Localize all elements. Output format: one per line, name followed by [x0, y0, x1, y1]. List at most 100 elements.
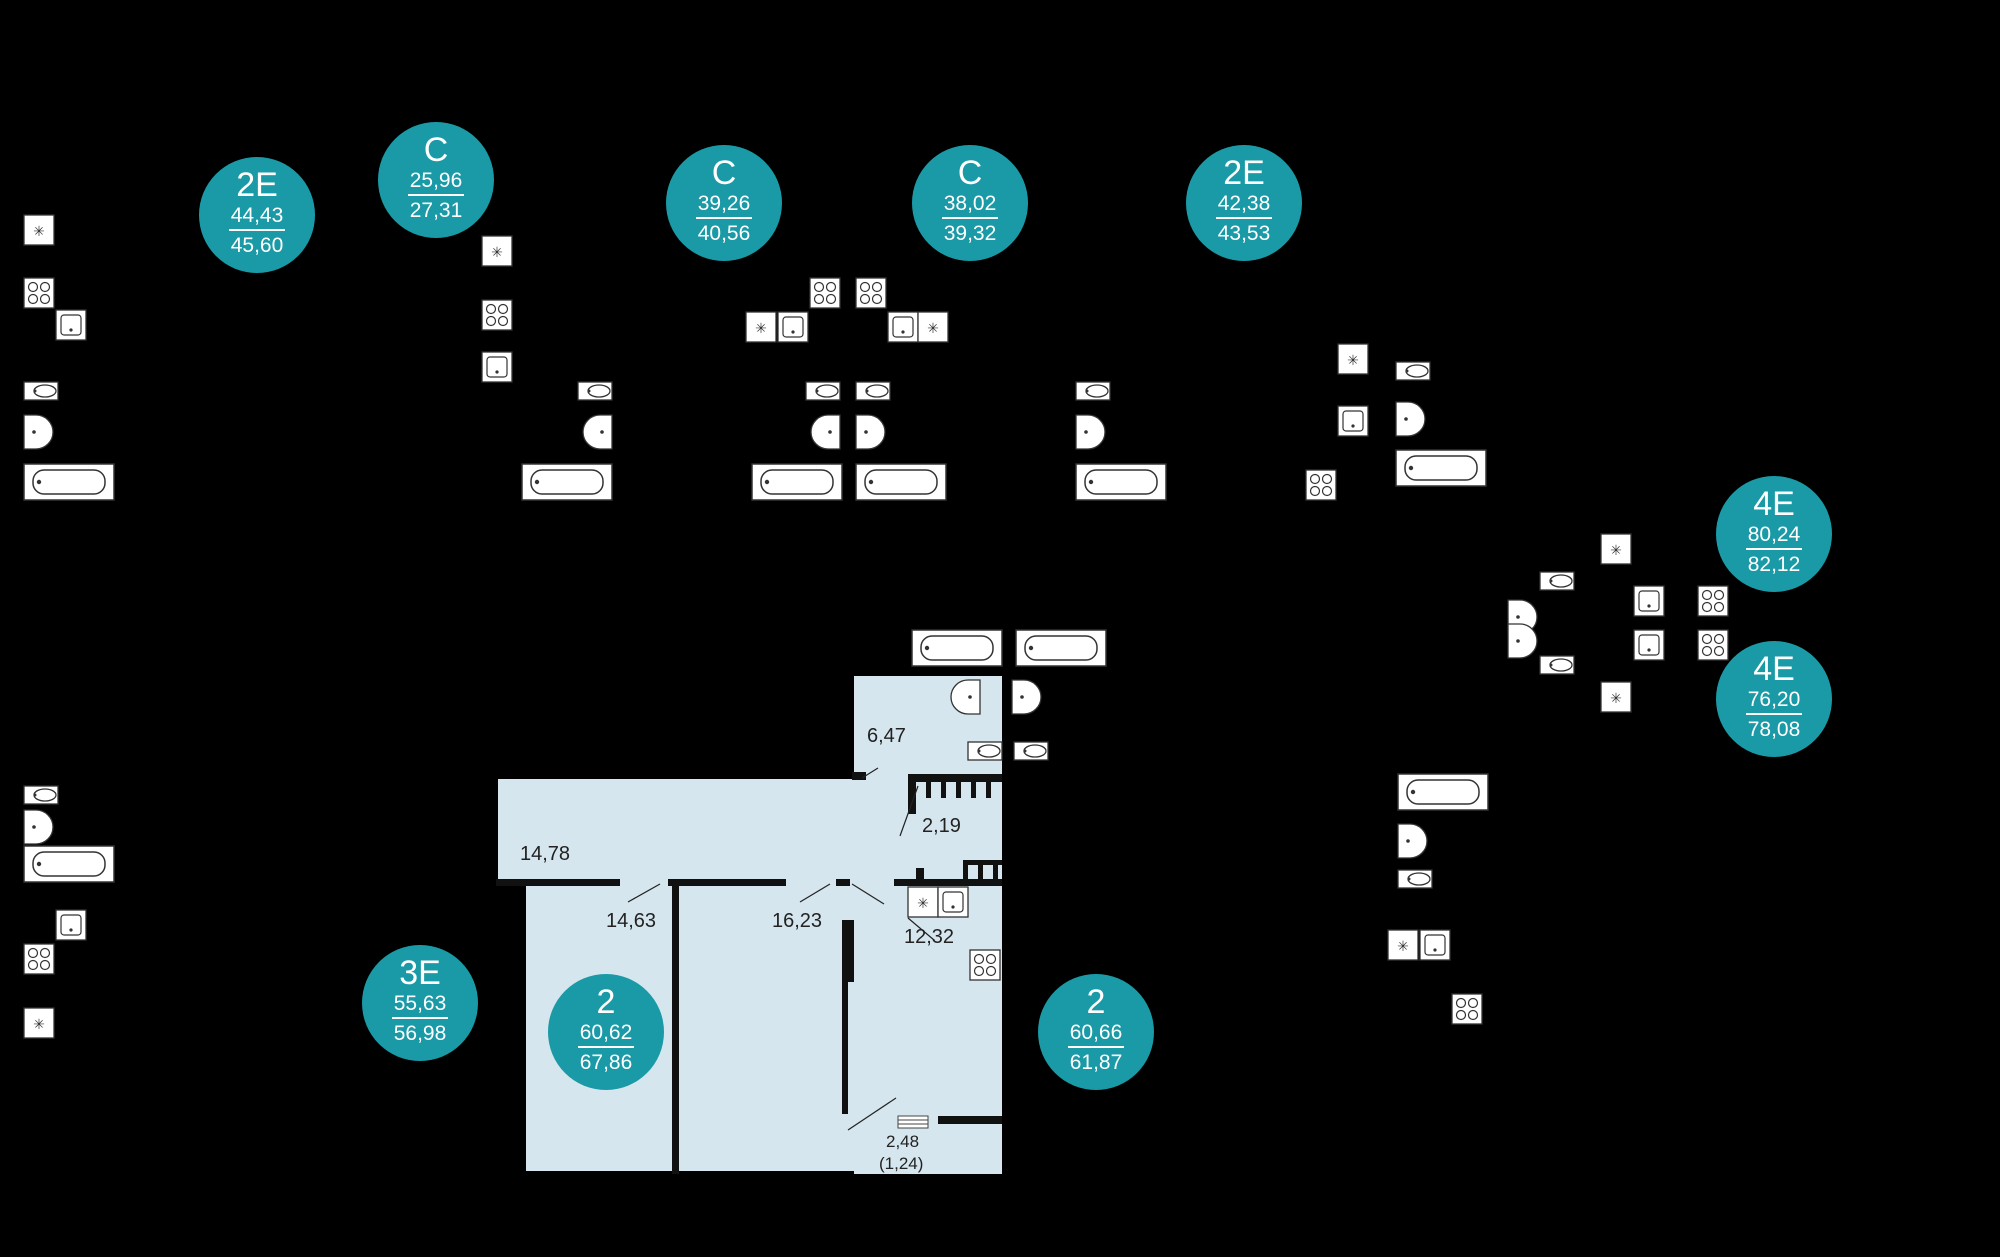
bathtub-icon — [1015, 629, 1107, 667]
bathtub-icon — [521, 463, 613, 501]
leader-lines — [627, 767, 935, 1131]
apartment-badge[interactable]: 2 60,66 61,87 — [1038, 974, 1154, 1090]
toilet-icon — [967, 741, 1003, 761]
room-area-label: 14,78 — [520, 843, 571, 865]
sink-icon — [1075, 414, 1106, 450]
kitchen-sink-icon — [777, 311, 809, 343]
apartment-living-area: 60,66 — [1067, 1021, 1125, 1048]
apartment-badge[interactable]: C 39,26 40,56 — [666, 145, 782, 261]
stove-icon — [809, 277, 841, 309]
ventilation-icon — [745, 311, 777, 343]
sink-icon — [950, 679, 981, 715]
highlighted-apartment — [498, 676, 1002, 1174]
kitchen-sink-icon — [1633, 585, 1665, 617]
apartment-total-area: 78,08 — [1747, 718, 1801, 741]
apartment-badge[interactable]: 2 60,62 67,86 — [548, 974, 664, 1090]
toilet-icon — [1013, 741, 1049, 761]
sink-icon — [855, 414, 886, 450]
toilet-icon — [23, 785, 59, 805]
apartment-living-area: 55,63 — [391, 992, 449, 1019]
bathtub-icon — [751, 463, 843, 501]
toilet-icon — [23, 381, 59, 401]
apartment-type: 4E — [1753, 650, 1795, 688]
bathtub-icon — [1395, 449, 1487, 487]
apartment-total-area: 45,60 — [230, 234, 284, 257]
bathtub-icon — [855, 463, 947, 501]
room-area-label: 14,63 — [606, 910, 657, 932]
sink-icon — [810, 414, 841, 450]
bathtub-icon — [23, 845, 115, 883]
sink-icon — [582, 414, 613, 450]
sink-icon — [23, 809, 54, 845]
apartment-total-area: 67,86 — [579, 1051, 633, 1074]
stove-icon — [23, 277, 55, 309]
room-area-label: 2,19 — [922, 815, 961, 837]
room-area-label: 6,47 — [867, 725, 906, 747]
apartment-living-area: 38,02 — [941, 192, 999, 219]
apartment-total-area: 56,98 — [393, 1022, 447, 1045]
bathtub-icon — [911, 629, 1003, 667]
stove-icon — [1697, 585, 1729, 617]
sink-icon — [1507, 623, 1538, 659]
apartment-living-area: 76,20 — [1745, 688, 1803, 715]
apartment-living-area: 60,62 — [577, 1021, 635, 1048]
stove-icon — [855, 277, 887, 309]
apartment-badge[interactable]: 3E 55,63 56,98 — [362, 945, 478, 1061]
kitchen-sink-icon — [1337, 405, 1369, 437]
apartment-total-area: 43,53 — [1217, 222, 1271, 245]
apartment-badge[interactable]: C 25,96 27,31 — [378, 122, 494, 238]
apartment-total-area: 27,31 — [409, 199, 463, 222]
kitchen-sink-icon — [937, 886, 969, 918]
apartment-total-area: 61,87 — [1069, 1051, 1123, 1074]
stove-icon — [1451, 993, 1483, 1025]
room-area-label: 2,48 — [886, 1132, 920, 1151]
toilet-icon — [1539, 571, 1575, 591]
stove-icon — [23, 943, 55, 975]
apartment-type: 4E — [1753, 485, 1795, 523]
stove-icon — [969, 949, 1001, 981]
bathtub-icon — [23, 463, 115, 501]
apartment-type: 2 — [596, 983, 616, 1021]
balcony-hatch — [897, 1115, 929, 1129]
toilet-icon — [1075, 381, 1111, 401]
apartment-type: 2 — [1086, 983, 1106, 1021]
apartment-type: 2E — [1223, 154, 1265, 192]
apartment-total-area: 82,12 — [1747, 553, 1801, 576]
ventilation-icon — [23, 214, 55, 246]
room-area-label: 12,32 — [904, 926, 955, 948]
apartment-badge[interactable]: 4E 76,20 78,08 — [1716, 641, 1832, 757]
apartment-type: 2E — [236, 166, 278, 204]
sink-icon — [1011, 679, 1042, 715]
apartment-living-area: 80,24 — [1745, 523, 1803, 550]
ventilation-icon — [1337, 343, 1369, 375]
apartment-living-area: 44,43 — [228, 204, 286, 231]
apartment-badge[interactable]: 2E 44,43 45,60 — [199, 157, 315, 273]
kitchen-sink-icon — [481, 351, 513, 383]
apartment-living-area: 25,96 — [407, 169, 465, 196]
apartment-badge[interactable]: 2E 42,38 43,53 — [1186, 145, 1302, 261]
kitchen-sink-icon — [887, 311, 919, 343]
apartment-type: C — [957, 154, 983, 192]
bathtub-icon — [1075, 463, 1167, 501]
ventilation-icon — [907, 886, 939, 918]
apartment-living-area: 39,26 — [695, 192, 753, 219]
kitchen-sink-icon — [1419, 929, 1451, 961]
ventilation-icon — [481, 235, 513, 267]
apartment-living-area: 42,38 — [1215, 192, 1273, 219]
apartment-total-area: 40,56 — [697, 222, 751, 245]
toilet-icon — [805, 381, 841, 401]
apartment-type: C — [711, 154, 737, 192]
apartment-total-area: 39,32 — [943, 222, 997, 245]
apartment-badge[interactable]: 4E 80,24 82,12 — [1716, 476, 1832, 592]
ventilation-icon — [23, 1007, 55, 1039]
sink-icon — [1395, 401, 1426, 437]
kitchen-sink-icon — [55, 909, 87, 941]
stove-icon — [481, 299, 513, 331]
toilet-icon — [1395, 361, 1431, 381]
bathtub-icon — [1397, 773, 1489, 811]
toilet-icon — [577, 381, 613, 401]
toilet-icon — [855, 381, 891, 401]
apartment-badge[interactable]: C 38,02 39,32 — [912, 145, 1028, 261]
kitchen-sink-icon — [1633, 629, 1665, 661]
